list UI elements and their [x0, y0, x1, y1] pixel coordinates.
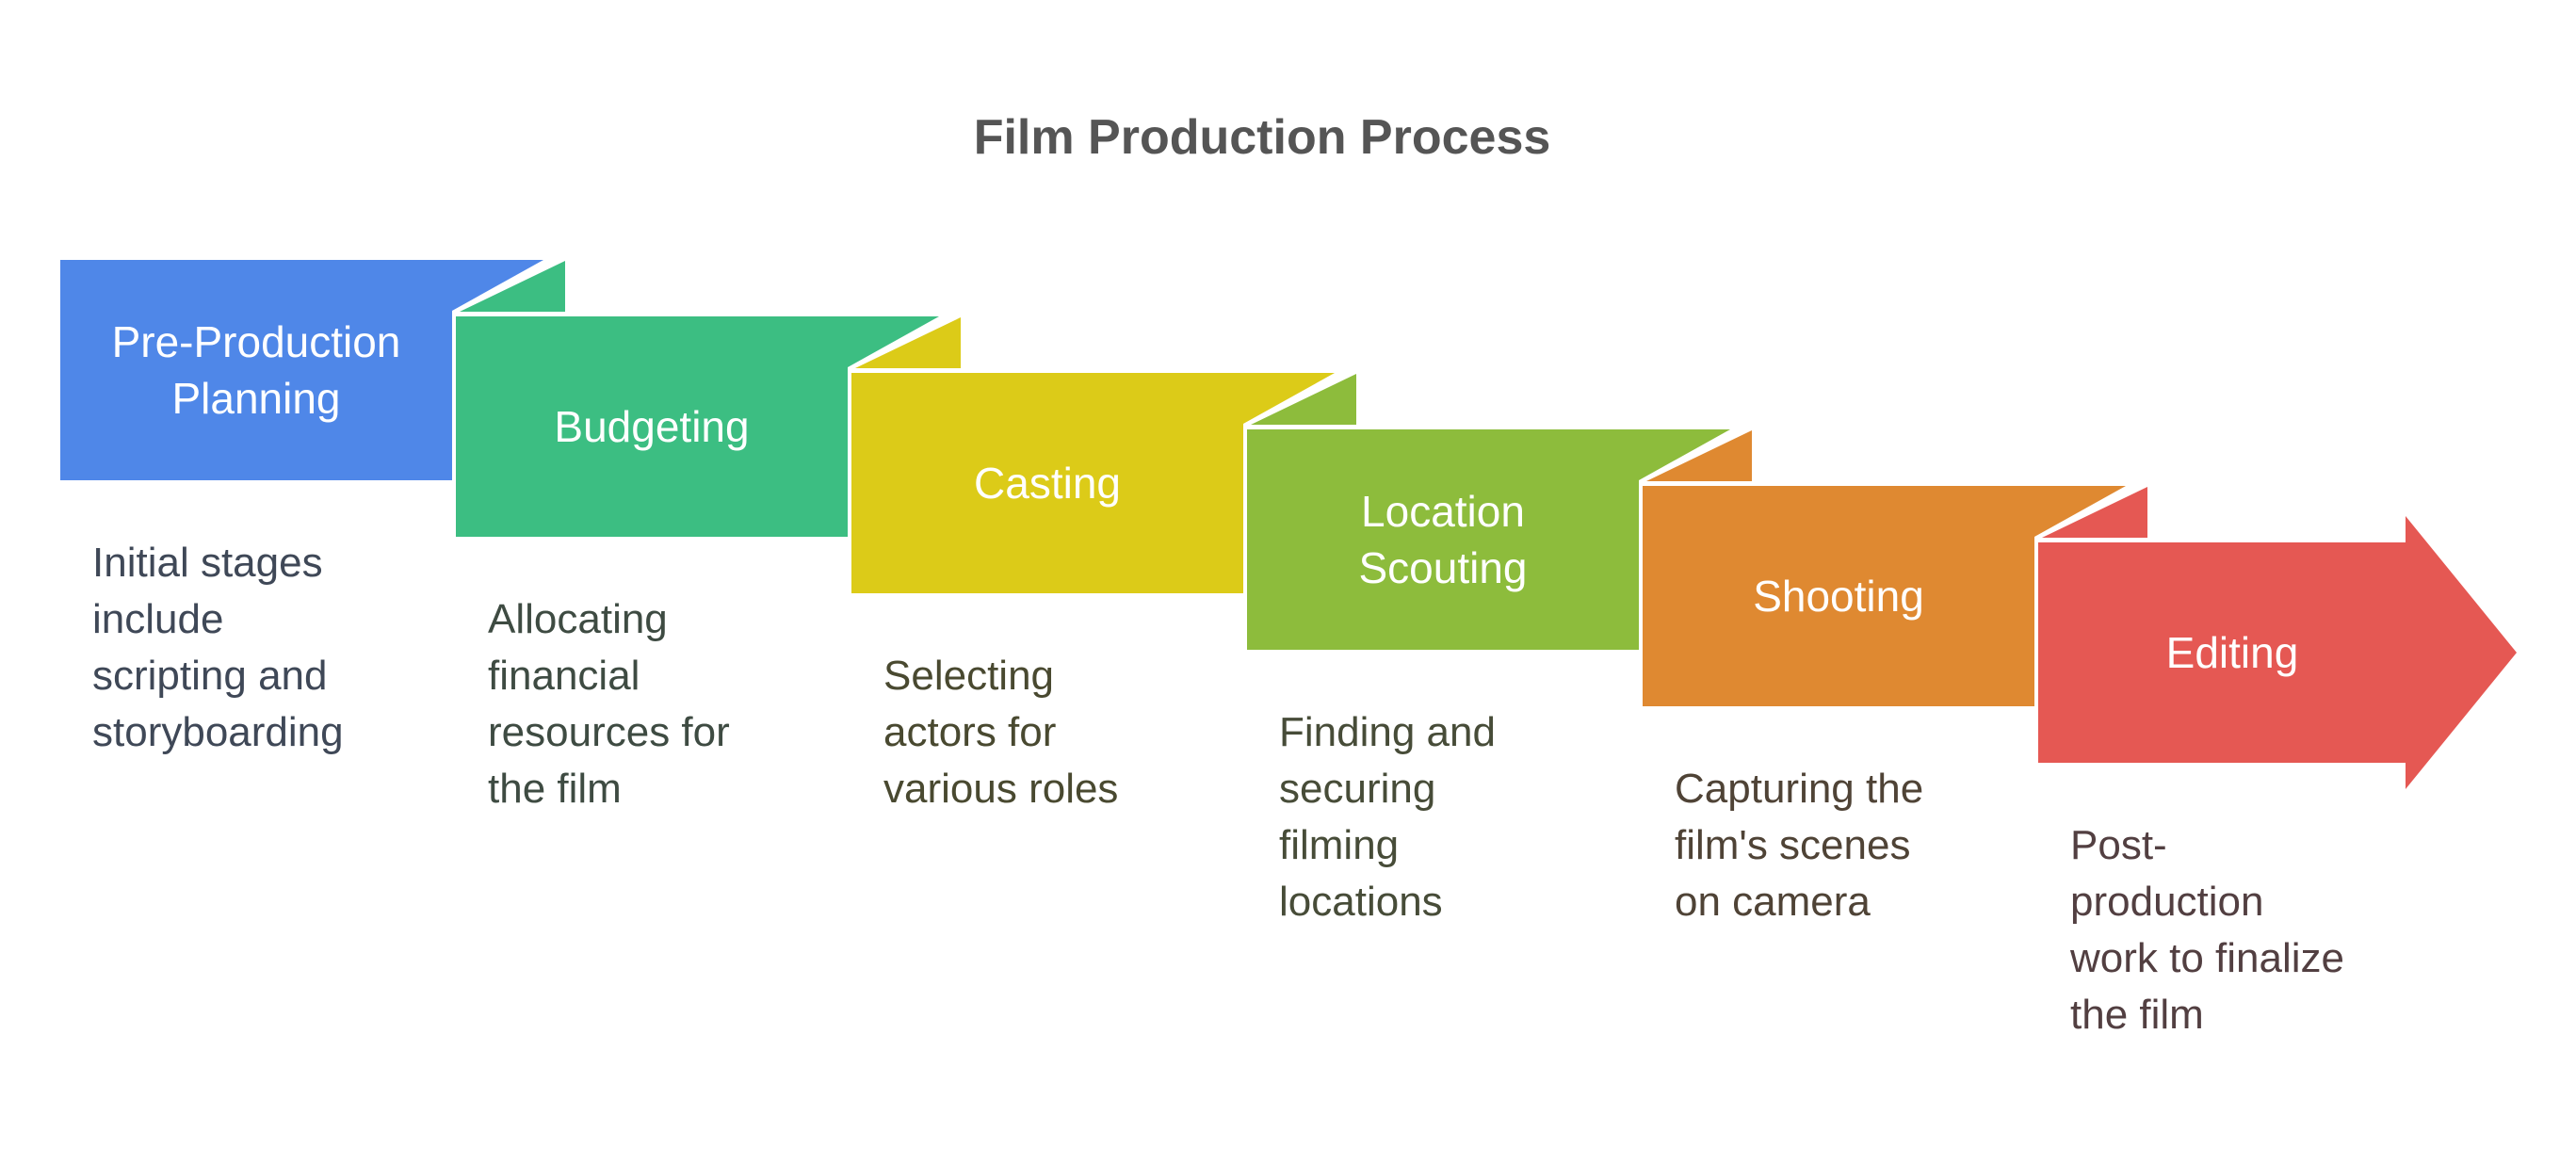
fold-triangle-location-scouting — [1251, 374, 1356, 425]
step-description-shooting: Capturing the film's scenes on camera — [1675, 766, 1924, 925]
step-description-budgeting: Allocating financial resources for the f… — [488, 596, 730, 812]
step-label-casting: Casting — [974, 459, 1121, 508]
step-block-location-scouting — [1247, 429, 1639, 650]
fold-ear-pre-production-planning — [452, 260, 543, 311]
step-block-casting — [851, 373, 1243, 593]
fold-triangle-shooting — [1646, 430, 1752, 481]
step-description-editing: Post- production work to finalize the fi… — [2070, 822, 2345, 1038]
fold-ear-location-scouting — [1639, 429, 1730, 480]
step-description-pre-production-planning: Initial stages include scripting and sto… — [92, 540, 344, 755]
step-label-editing: Editing — [2165, 628, 2299, 677]
step-label-location-scouting: Location Scouting — [1358, 487, 1528, 592]
fold-ear-casting — [1243, 373, 1335, 424]
fold-triangle-editing — [2042, 487, 2147, 538]
step-description-location-scouting: Finding and securing filming locations — [1279, 709, 1496, 925]
page-title: Film Production Process — [973, 110, 1551, 165]
step-label-shooting: Shooting — [1753, 572, 1924, 621]
fold-ear-budgeting — [848, 316, 939, 367]
fold-triangle-budgeting — [460, 261, 565, 312]
step-block-pre-production-planning — [60, 260, 452, 480]
step-label-budgeting: Budgeting — [554, 402, 750, 451]
step-block-budgeting — [456, 316, 848, 537]
fold-ear-shooting — [2034, 486, 2126, 537]
fold-triangle-casting — [855, 317, 961, 368]
step-arrow-editing — [2038, 516, 2517, 789]
step-block-shooting — [1643, 486, 2034, 706]
step-description-casting: Selecting actors for various roles — [883, 653, 1119, 812]
step-label-pre-production-planning: Pre-Production Planning — [111, 317, 401, 423]
